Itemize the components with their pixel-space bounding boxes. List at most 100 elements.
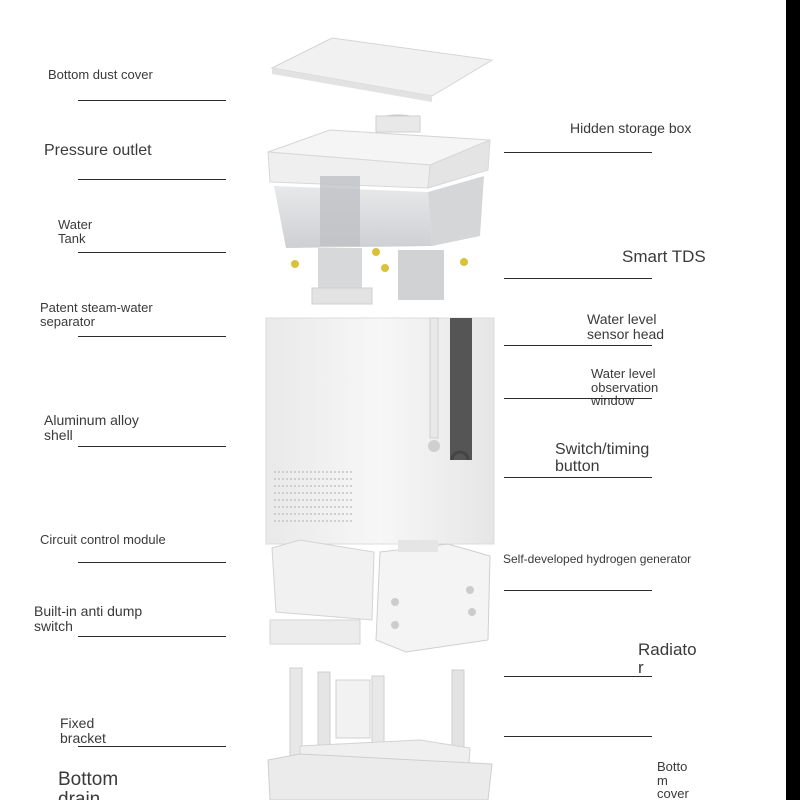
vent-hole [310, 506, 312, 508]
vent-hole [346, 513, 348, 515]
label-bottom-cover: Botto m cover [657, 759, 689, 800]
vent-hole [330, 520, 332, 522]
vent-hole [334, 520, 336, 522]
vent-hole [314, 506, 316, 508]
vent-hole [274, 471, 276, 473]
vent-hole [286, 478, 288, 480]
vent-hole [318, 478, 320, 480]
vent-hole [302, 471, 304, 473]
vent-hole [318, 492, 320, 494]
vent-hole [314, 513, 316, 515]
vent-hole [294, 506, 296, 508]
label-fixed-bracket: Fixed bracket [60, 715, 106, 746]
vent-hole [286, 485, 288, 487]
vent-hole [282, 478, 284, 480]
vent-hole [334, 478, 336, 480]
vent-hole [298, 506, 300, 508]
vent-hole [330, 478, 332, 480]
vent-hole [282, 471, 284, 473]
circuit-module-part [269, 539, 375, 645]
vent-hole [286, 471, 288, 473]
label-radiator: Radiato r [638, 640, 697, 677]
vent-hole [318, 471, 320, 473]
label-pressure-outlet: Pressure outlet [44, 142, 152, 159]
vent-hole [310, 513, 312, 515]
vent-hole [282, 520, 284, 522]
vent-hole [294, 513, 296, 515]
leader-line [504, 278, 652, 279]
vent-hole [326, 478, 328, 480]
aluminum-shell-part [265, 317, 495, 545]
vent-hole [342, 492, 344, 494]
vent-hole [306, 520, 308, 522]
vent-hole [350, 513, 352, 515]
water-tank-part [267, 114, 491, 305]
vent-hole [338, 506, 340, 508]
vent-hole [306, 499, 308, 501]
vent-hole [322, 492, 324, 494]
vent-hole [338, 499, 340, 501]
vent-hole [342, 506, 344, 508]
vent-hole [282, 492, 284, 494]
vent-hole [338, 513, 340, 515]
leader-line [504, 152, 652, 153]
leader-line [504, 477, 652, 478]
vent-hole [274, 499, 276, 501]
vent-hole [286, 506, 288, 508]
vent-hole [282, 506, 284, 508]
vent-hole [350, 506, 352, 508]
vent-hole [306, 506, 308, 508]
vent-hole [338, 478, 340, 480]
vent-grille [274, 471, 352, 522]
base-bracket-part [267, 667, 493, 800]
leader-line [78, 746, 226, 747]
vent-hole [310, 520, 312, 522]
vent-hole [286, 492, 288, 494]
leader-line [78, 179, 226, 180]
vent-hole [306, 513, 308, 515]
vent-hole [290, 513, 292, 515]
vent-hole [298, 513, 300, 515]
vent-hole [318, 499, 320, 501]
vent-hole [294, 485, 296, 487]
vent-hole [334, 492, 336, 494]
vent-hole [314, 499, 316, 501]
vent-hole [326, 506, 328, 508]
vent-hole [334, 471, 336, 473]
label-switch-timing-button: Switch/timing button [555, 441, 650, 475]
vent-hole [318, 485, 320, 487]
leader-line [504, 676, 652, 677]
vent-hole [286, 520, 288, 522]
vent-hole [302, 513, 304, 515]
vent-hole [294, 499, 296, 501]
vent-hole [322, 499, 324, 501]
vent-hole [350, 471, 352, 473]
vent-hole [290, 485, 292, 487]
vent-hole [318, 506, 320, 508]
vent-hole [310, 478, 312, 480]
vent-hole [334, 499, 336, 501]
vent-hole [314, 520, 316, 522]
label-water-level-sensor: Water level sensor head [587, 311, 665, 342]
vent-hole [302, 485, 304, 487]
vent-hole [330, 499, 332, 501]
vent-hole [274, 485, 276, 487]
leader-line [78, 562, 226, 563]
vent-hole [298, 471, 300, 473]
leader-line [504, 398, 652, 399]
vent-hole [350, 485, 352, 487]
vent-hole [334, 485, 336, 487]
vent-hole [350, 492, 352, 494]
vent-hole [302, 492, 304, 494]
vent-hole [314, 492, 316, 494]
vent-hole [290, 492, 292, 494]
vent-hole [346, 499, 348, 501]
vent-hole [346, 506, 348, 508]
vent-hole [322, 513, 324, 515]
vent-hole [294, 471, 296, 473]
vent-hole [322, 520, 324, 522]
vent-hole [330, 506, 332, 508]
hydrogen-generator-part [375, 540, 491, 653]
dust-cover-part [270, 37, 494, 102]
